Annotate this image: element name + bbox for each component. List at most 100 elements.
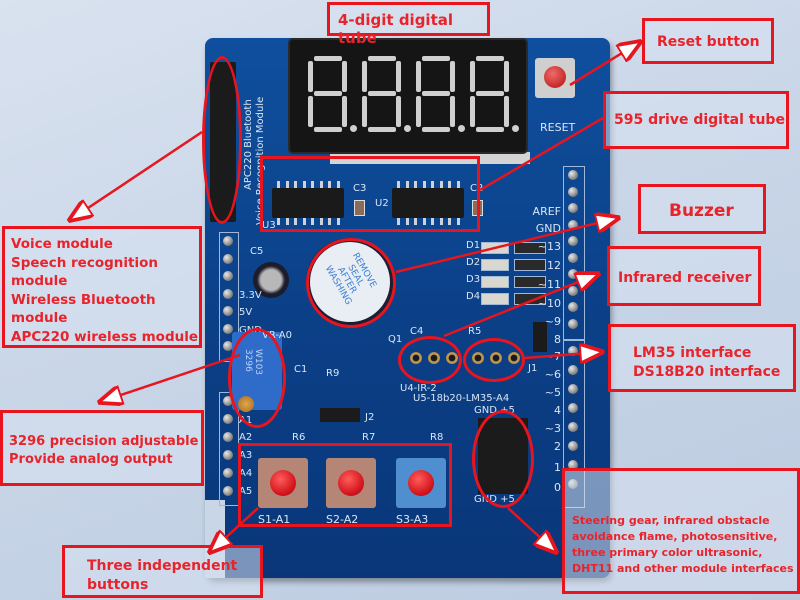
chip-pin	[439, 218, 443, 225]
led-label: D3	[466, 274, 481, 285]
jumper-j2[interactable]	[320, 408, 360, 422]
pin-label: 2	[554, 440, 561, 453]
callout-three-buttons: Three independent buttons	[62, 545, 263, 598]
button-s3[interactable]	[396, 458, 446, 508]
chip-pin	[456, 218, 460, 225]
chip-pin	[311, 181, 314, 188]
header-pin	[568, 203, 578, 213]
reset-button[interactable]	[535, 58, 575, 98]
button-s2[interactable]	[326, 458, 376, 508]
callout-module-interfaces: Steering gear, infrared obstacle avoidan…	[562, 468, 800, 594]
led	[481, 242, 509, 254]
segment	[450, 61, 455, 92]
callout-digital-tube-text: 4-digit digital tube	[338, 11, 454, 47]
pin-label: A2	[239, 432, 253, 443]
pin-label: 5V	[239, 307, 253, 318]
c1-label: C1	[294, 364, 308, 375]
header-pin	[223, 432, 233, 442]
chip-pin	[328, 181, 331, 188]
callout-precision-pot: 3296 precision adjustable Provide analog…	[0, 410, 204, 486]
u5-label: U5-18b20-LM35-A4	[413, 393, 510, 404]
shift-register-highlight	[260, 156, 480, 232]
chip-pin	[397, 218, 400, 225]
button-s1[interactable]	[258, 458, 308, 508]
c5-label: C5	[250, 246, 264, 257]
chip-pin	[311, 218, 314, 225]
ir-socket-highlight	[398, 336, 462, 384]
reset-label: RESET	[540, 121, 576, 134]
pin-label: 3.3V	[239, 290, 262, 301]
segment	[314, 127, 342, 132]
segment	[342, 96, 347, 127]
pin-label: ~13	[537, 240, 561, 253]
pin-label: ~6	[544, 368, 561, 381]
c2-label: C2	[470, 183, 484, 194]
segment	[422, 56, 450, 61]
callout-lm35-text: LM35 interface DS18B20 interface	[633, 345, 781, 380]
chip-pin	[431, 218, 434, 225]
segment	[314, 56, 342, 61]
decimal-point	[404, 125, 411, 132]
button-s3-cap	[408, 470, 434, 496]
header-pin	[568, 236, 578, 246]
potentiometer-highlight	[228, 328, 286, 428]
header-pin	[568, 269, 578, 279]
chip-pin	[439, 181, 443, 188]
callout-595-drive-text: 595 drive digital tube	[614, 112, 785, 128]
header-pin	[568, 365, 578, 375]
segment	[396, 96, 401, 127]
header-pin	[568, 318, 578, 329]
header-pin	[568, 460, 578, 470]
resistor	[514, 259, 546, 271]
module-header-highlight	[472, 410, 534, 508]
segment	[308, 96, 313, 127]
callout-595-drive: 595 drive digital tube	[603, 91, 789, 149]
segment	[314, 91, 342, 96]
buttons-highlight	[238, 443, 452, 527]
callout-lm35: LM35 interface DS18B20 interface	[608, 324, 796, 392]
callout-digital-tube: 4-digit digital tube	[327, 2, 490, 47]
chip-pin	[431, 181, 434, 188]
callout-infrared-text: Infrared receiver	[618, 270, 752, 286]
chip-pin	[285, 181, 289, 188]
header-pin	[568, 441, 578, 451]
jumper-j1[interactable]	[533, 322, 547, 352]
pin-label: 12	[547, 259, 561, 272]
header-pin	[568, 302, 578, 312]
callout-infrared: Infrared receiver	[607, 246, 761, 306]
vr-label: VR-A0	[262, 330, 292, 341]
seven-segment-digit	[470, 56, 519, 132]
header-pin	[223, 288, 233, 299]
chip-pin	[414, 181, 417, 188]
s3-label: S3-A3	[396, 513, 429, 526]
segment	[368, 127, 396, 132]
chip-pin	[294, 218, 297, 225]
chip-pin	[277, 218, 280, 225]
decimal-point	[512, 125, 519, 132]
chip-pin	[422, 218, 426, 225]
pin-label: 0	[554, 481, 561, 494]
segment	[422, 91, 450, 96]
header-pin	[223, 271, 233, 281]
led	[481, 259, 509, 271]
header-pin	[223, 450, 233, 460]
callout-voice-module: Voice module Speech recognition module W…	[2, 226, 202, 348]
pin-label: AREF	[532, 205, 561, 218]
j2-label: J2	[365, 412, 375, 423]
bluetooth-header-highlight	[202, 56, 242, 224]
header-pin	[223, 414, 233, 424]
callout-buzzer-text: Buzzer	[669, 201, 734, 221]
led-label: D2	[466, 257, 481, 268]
callout-three-buttons-text: Three independent buttons	[87, 558, 238, 593]
header-pin	[568, 403, 578, 413]
s2-label: S2-A2	[326, 513, 359, 526]
u3-label: U3	[262, 220, 276, 231]
led-label: D1	[466, 240, 481, 251]
chip-pin	[302, 218, 306, 225]
r7-label: R7	[362, 432, 376, 443]
button-s2-cap	[338, 470, 364, 496]
callout-precision-pot-text: 3296 precision adjustable Provide analog…	[9, 434, 199, 467]
segment	[362, 96, 367, 127]
chip-pin	[456, 181, 460, 188]
chip-pin	[397, 181, 400, 188]
